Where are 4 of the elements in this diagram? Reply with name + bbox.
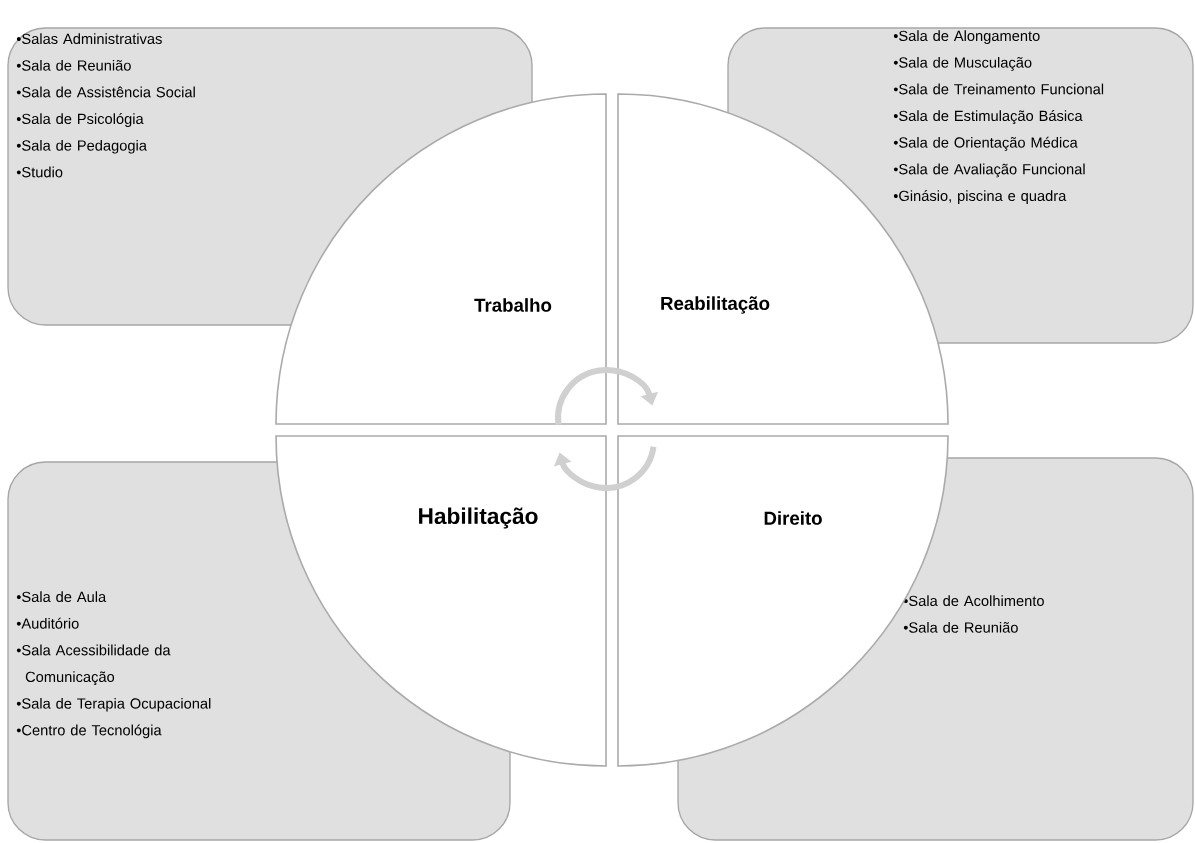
quadrant-sector: Habilitação	[275, 435, 607, 767]
cycle-arrow	[555, 367, 659, 425]
cycle-arrow	[553, 446, 657, 491]
quadrant-sector: Trabalho	[275, 93, 607, 425]
